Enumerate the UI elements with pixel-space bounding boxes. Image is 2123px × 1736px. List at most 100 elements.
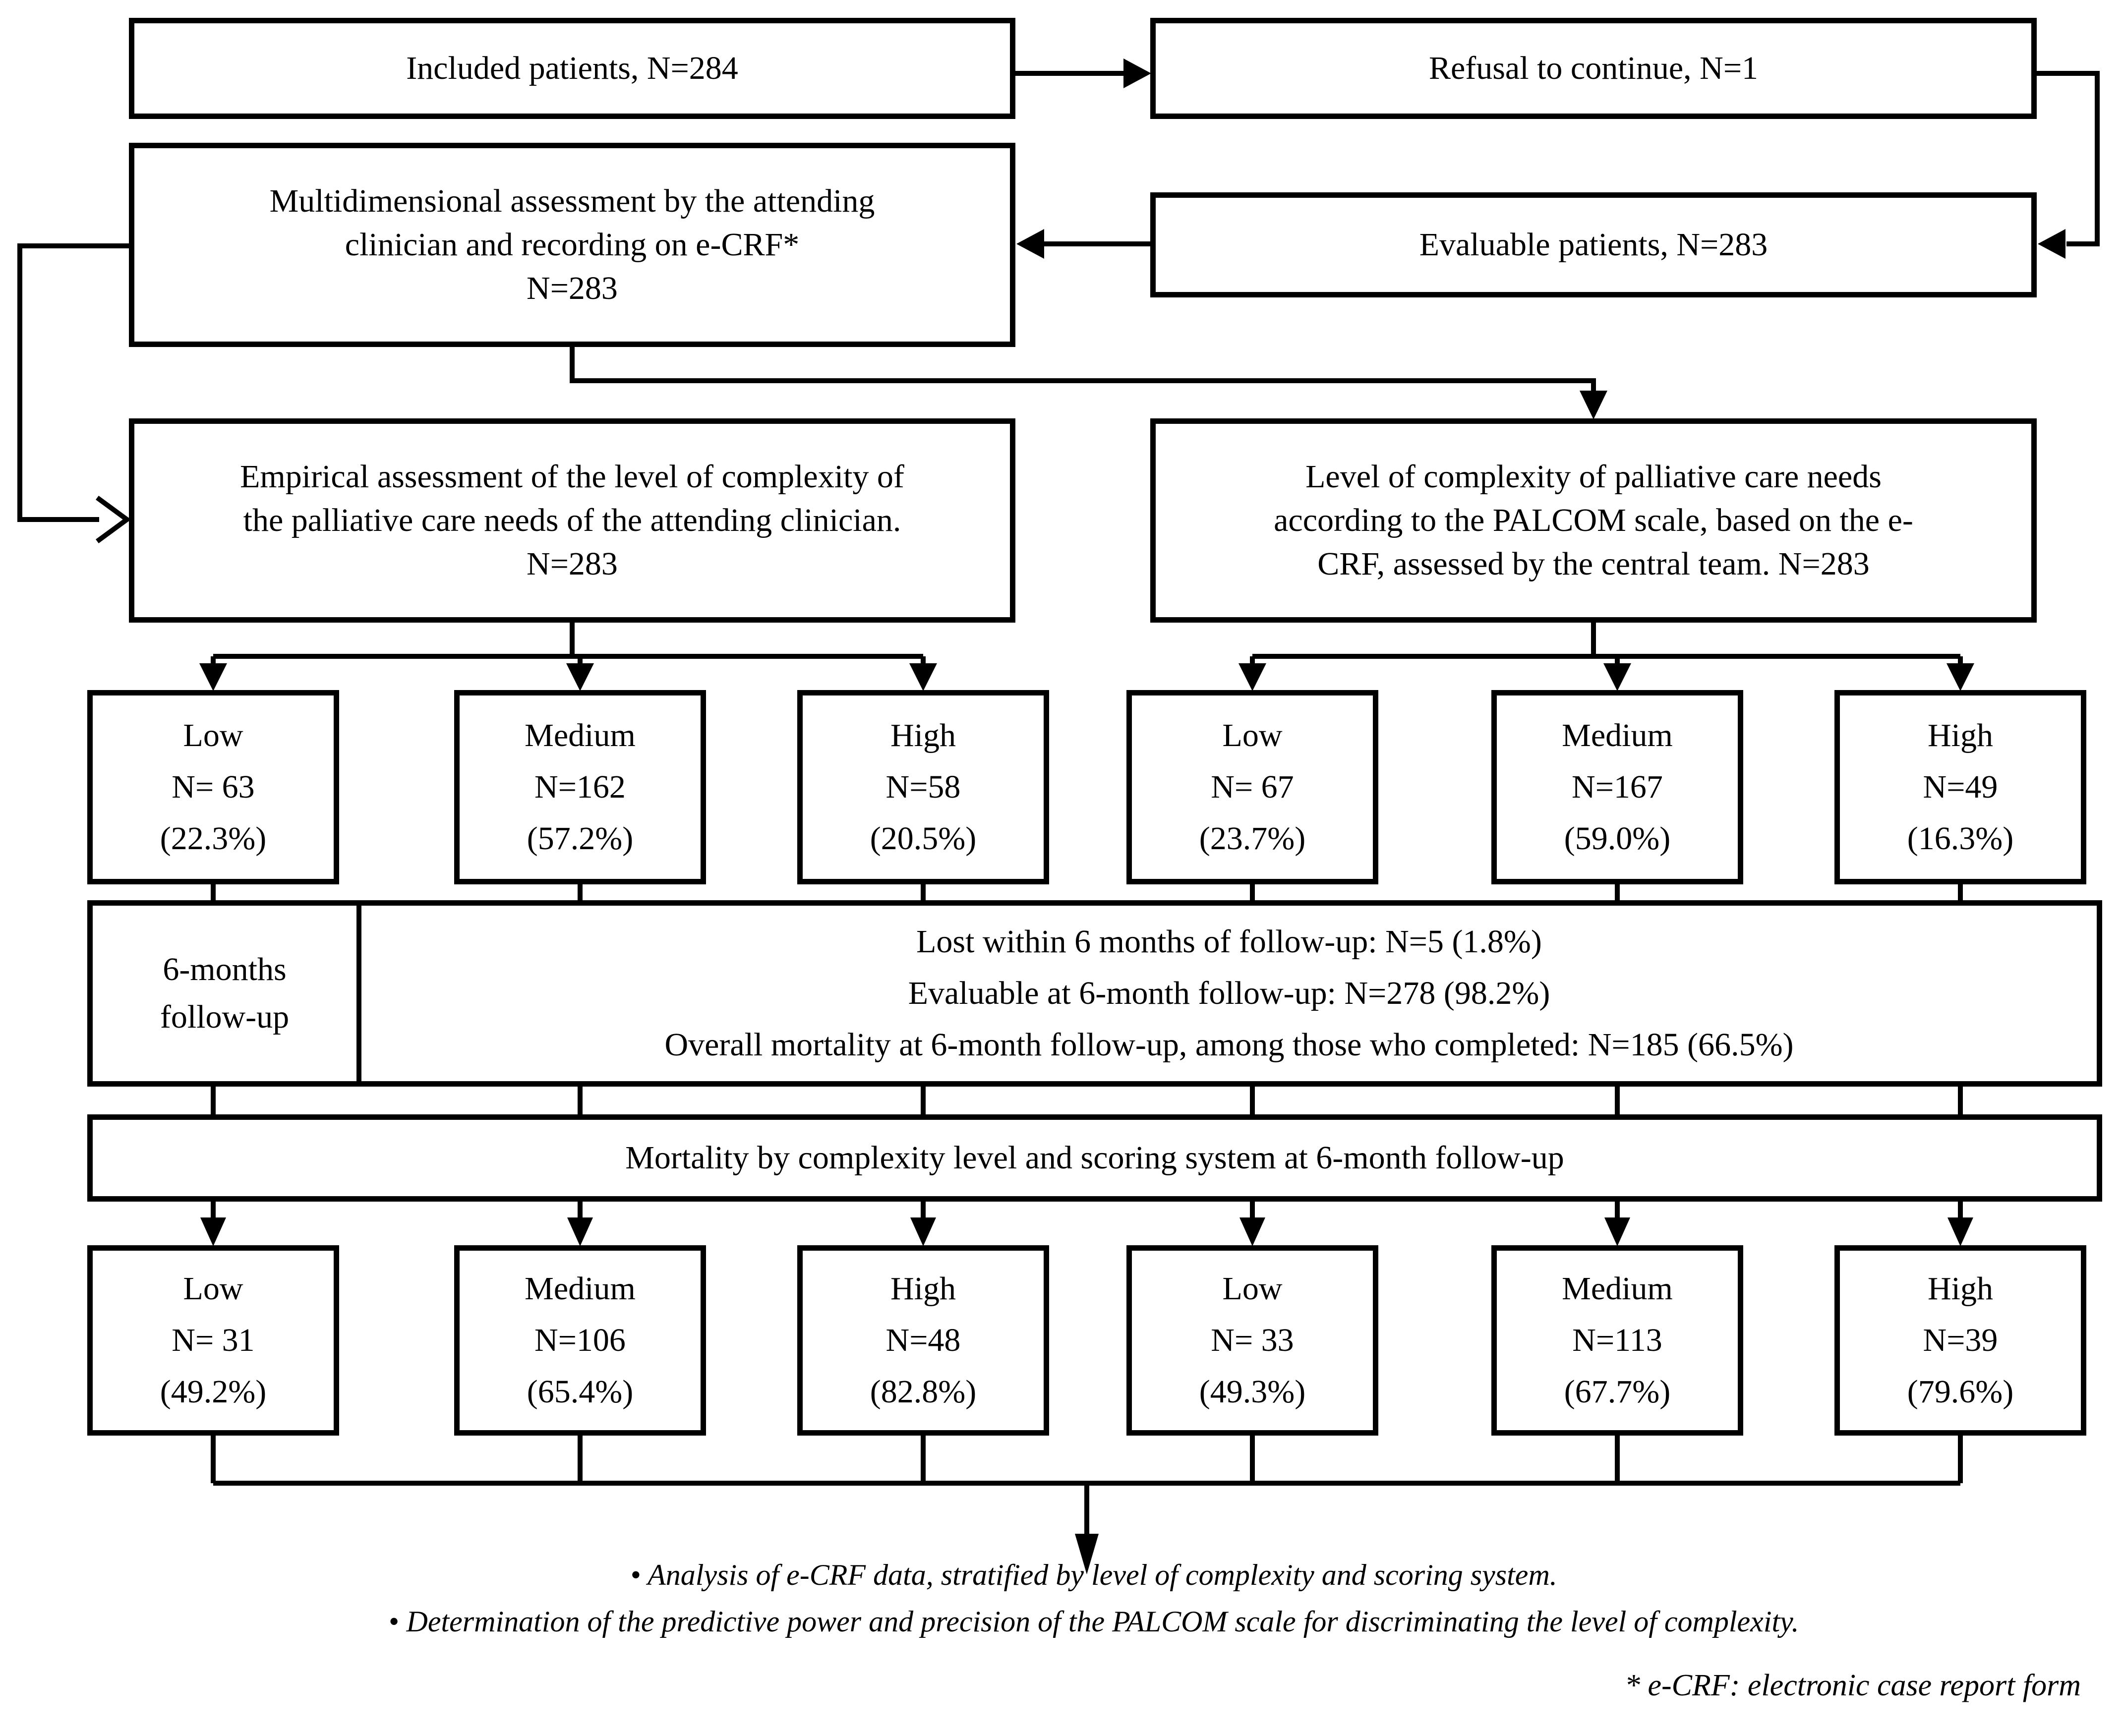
box-label: Refusal to continue, N=1 (1428, 50, 1759, 86)
n-value: N=106 (534, 1322, 626, 1358)
level-label: Medium (525, 1271, 636, 1307)
arrowhead-down-icon (1238, 663, 1266, 691)
pct-value: (82.8%) (870, 1374, 977, 1410)
n-value: N=167 (1572, 769, 1663, 805)
box-palcom-medium: Medium N=167 (59.0%) (1491, 690, 1743, 884)
arrowhead-right-icon (1123, 58, 1151, 88)
n-value: N= 67 (1211, 769, 1294, 805)
box-multidimensional-assessment: Multidimensional assessment by the atten… (129, 143, 1015, 347)
pct-value: (65.4%) (527, 1374, 634, 1410)
arrowhead-down-icon (200, 1217, 226, 1246)
box-line: the palliative care needs of the attendi… (243, 502, 901, 538)
level-label: Low (183, 717, 243, 753)
level-label: Medium (1562, 717, 1673, 753)
chevron-arrowhead-icon (96, 495, 131, 544)
band-line: follow-up (160, 999, 290, 1035)
box-empirical-assessment: Empirical assessment of the level of com… (129, 418, 1015, 623)
arrowhead-left-icon (2038, 229, 2065, 259)
level-label: High (1928, 717, 1993, 753)
pct-value: (49.3%) (1199, 1374, 1306, 1410)
box-mortality-empirical-high: High N=48 (82.8%) (797, 1245, 1049, 1436)
arrowhead-down-icon (1603, 663, 1631, 691)
pct-value: (67.7%) (1564, 1374, 1671, 1410)
pct-value: (23.7%) (1199, 820, 1306, 857)
arrowhead-down-icon (1946, 663, 1974, 691)
level-label: Medium (1562, 1271, 1673, 1307)
box-line: N=283 (527, 270, 618, 306)
box-mortality-palcom-medium: Medium N=113 (67.7%) (1491, 1245, 1743, 1436)
box-palcom-high: High N=49 (16.3%) (1834, 690, 2086, 884)
arrowhead-down-icon (1580, 391, 1607, 419)
box-label: Included patients, N=284 (406, 50, 738, 86)
box-line: Empirical assessment of the level of com… (240, 459, 904, 495)
note-bullet: • Determination of the predictive power … (388, 1605, 1799, 1638)
box-evaluable-patients: Evaluable patients, N=283 (1150, 192, 2037, 297)
band-line: 6-months (163, 951, 287, 987)
n-value: N= 31 (172, 1322, 255, 1358)
ecrf-footnote: * e-CRF: electronic case report form (1625, 1669, 2081, 1702)
arrowhead-down-icon (199, 663, 227, 691)
level-label: Low (183, 1271, 243, 1307)
pct-value: (79.6%) (1907, 1374, 2014, 1410)
band-line: Lost within 6 months of follow-up: N=5 (… (916, 924, 1542, 960)
pct-value: (22.3%) (160, 820, 267, 857)
box-empirical-medium: Medium N=162 (57.2%) (454, 690, 706, 884)
box-palcom-low: Low N= 67 (23.7%) (1126, 690, 1378, 884)
band-line: Evaluable at 6-month follow-up: N=278 (9… (908, 975, 1550, 1011)
pct-value: (16.3%) (1907, 820, 2014, 857)
n-value: N=162 (534, 769, 626, 805)
arrowhead-down-icon (910, 1217, 936, 1246)
pct-value: (49.2%) (160, 1374, 267, 1410)
n-value: N=39 (1923, 1322, 1998, 1358)
box-mortality-empirical-low: Low N= 31 (49.2%) (87, 1245, 339, 1436)
box-line: clinician and recording on e-CRF* (345, 227, 800, 263)
box-mortality-palcom-high: High N=39 (79.6%) (1834, 1245, 2086, 1436)
arrowhead-down-icon (566, 663, 594, 691)
arrowhead-down-icon (567, 1217, 593, 1246)
n-value: N=113 (1572, 1322, 1662, 1358)
level-label: High (890, 1271, 956, 1307)
box-line: according to the PALCOM scale, based on … (1274, 502, 1913, 538)
box-mortality-empirical-medium: Medium N=106 (65.4%) (454, 1245, 706, 1436)
banner-label: Mortality by complexity level and scorin… (625, 1140, 1564, 1176)
connector-refusal-to-evaluable (2037, 71, 2100, 246)
n-value: N= 33 (1211, 1322, 1294, 1358)
n-value: N=58 (885, 769, 961, 805)
n-value: N= 63 (172, 769, 255, 805)
band-line: Overall mortality at 6-month follow-up, … (664, 1027, 1794, 1063)
banner-mortality: Mortality by complexity level and scorin… (87, 1114, 2102, 1202)
box-included-patients: Included patients, N=284 (129, 18, 1015, 119)
cell-followup-info: Lost within 6 months of follow-up: N=5 (… (361, 906, 2097, 1081)
connector-multidimensional-to-empirical (17, 243, 129, 522)
pct-value: (59.0%) (1564, 820, 1671, 857)
box-palcom-assessment: Level of complexity of palliative care n… (1150, 418, 2037, 623)
level-label: Medium (525, 717, 636, 753)
box-mortality-palcom-low: Low N= 33 (49.3%) (1126, 1245, 1378, 1436)
arrowhead-down-icon (909, 663, 937, 691)
level-label: Low (1222, 1271, 1283, 1307)
note-bullet: • Analysis of e-CRF data, stratified by … (630, 1559, 1557, 1591)
arrowhead-down-icon (1075, 1534, 1099, 1574)
level-label: High (890, 717, 956, 753)
analysis-notes: • Analysis of e-CRF data, stratified by … (64, 1552, 2123, 1645)
level-label: High (1928, 1271, 1993, 1307)
box-line: Level of complexity of palliative care n… (1305, 459, 1882, 495)
box-line: CRF, assessed by the central team. N=283 (1317, 546, 1870, 582)
connector-multidimensional-to-palcom (570, 347, 1596, 392)
arrowhead-left-icon (1016, 229, 1044, 259)
box-label: Evaluable patients, N=283 (1419, 227, 1768, 263)
box-refusal-to-continue: Refusal to continue, N=1 (1150, 18, 2037, 119)
n-value: N=49 (1923, 769, 1998, 805)
band-followup: 6-months follow-up Lost within 6 months … (87, 900, 2102, 1087)
box-line: N=283 (527, 546, 618, 582)
pct-value: (57.2%) (527, 820, 634, 857)
cell-followup-label: 6-months follow-up (93, 906, 361, 1081)
arrowhead-down-icon (1239, 1217, 1265, 1246)
pct-value: (20.5%) (870, 820, 977, 857)
box-line: Multidimensional assessment by the atten… (269, 183, 875, 219)
n-value: N=48 (885, 1322, 961, 1358)
arrowhead-down-icon (1604, 1217, 1630, 1246)
box-empirical-low: Low N= 63 (22.3%) (87, 690, 339, 884)
